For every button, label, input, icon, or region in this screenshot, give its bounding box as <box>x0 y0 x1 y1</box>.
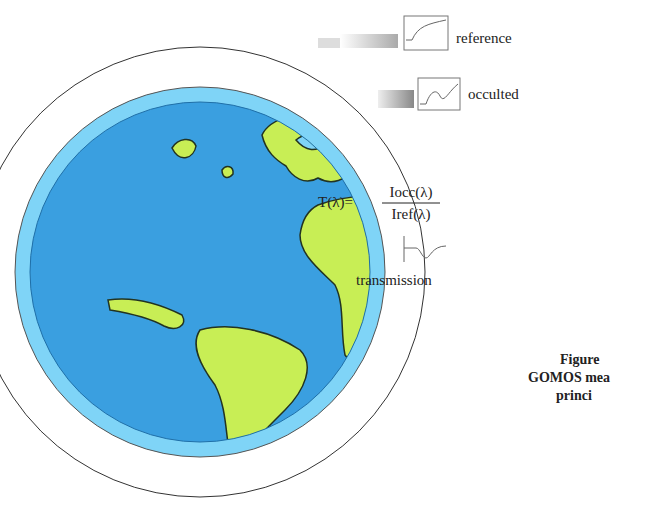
formula-lhs: T(λ)= <box>318 194 353 211</box>
occulted-label: occulted <box>468 86 519 103</box>
ocean-rim <box>30 102 370 442</box>
ref-bar <box>340 34 398 48</box>
transmission-curve <box>404 236 446 262</box>
island-small <box>222 167 233 178</box>
formula-numerator: Iocc(λ) <box>389 184 432 201</box>
ref-bar-a <box>318 38 340 48</box>
occ-spectrum-curve <box>420 84 458 104</box>
inland-sea <box>296 135 322 150</box>
central-america <box>108 299 184 328</box>
reference-label: reference <box>456 30 512 47</box>
fraction-bar <box>382 203 440 204</box>
continents <box>108 113 417 465</box>
caption-line: GOMOS mea <box>528 370 610 385</box>
island <box>172 139 196 157</box>
occ-spectrum-box <box>418 78 460 110</box>
formula-denominator: Iref(λ) <box>392 206 431 223</box>
ref-spectrum-box <box>404 16 448 50</box>
caption-line: Figure <box>560 352 599 367</box>
south-america <box>196 327 307 465</box>
transmission-label: transmission <box>356 272 432 289</box>
ref-spectrum-curve <box>406 20 446 40</box>
occ-bar <box>378 90 414 108</box>
caption-line: princi <box>556 388 592 403</box>
